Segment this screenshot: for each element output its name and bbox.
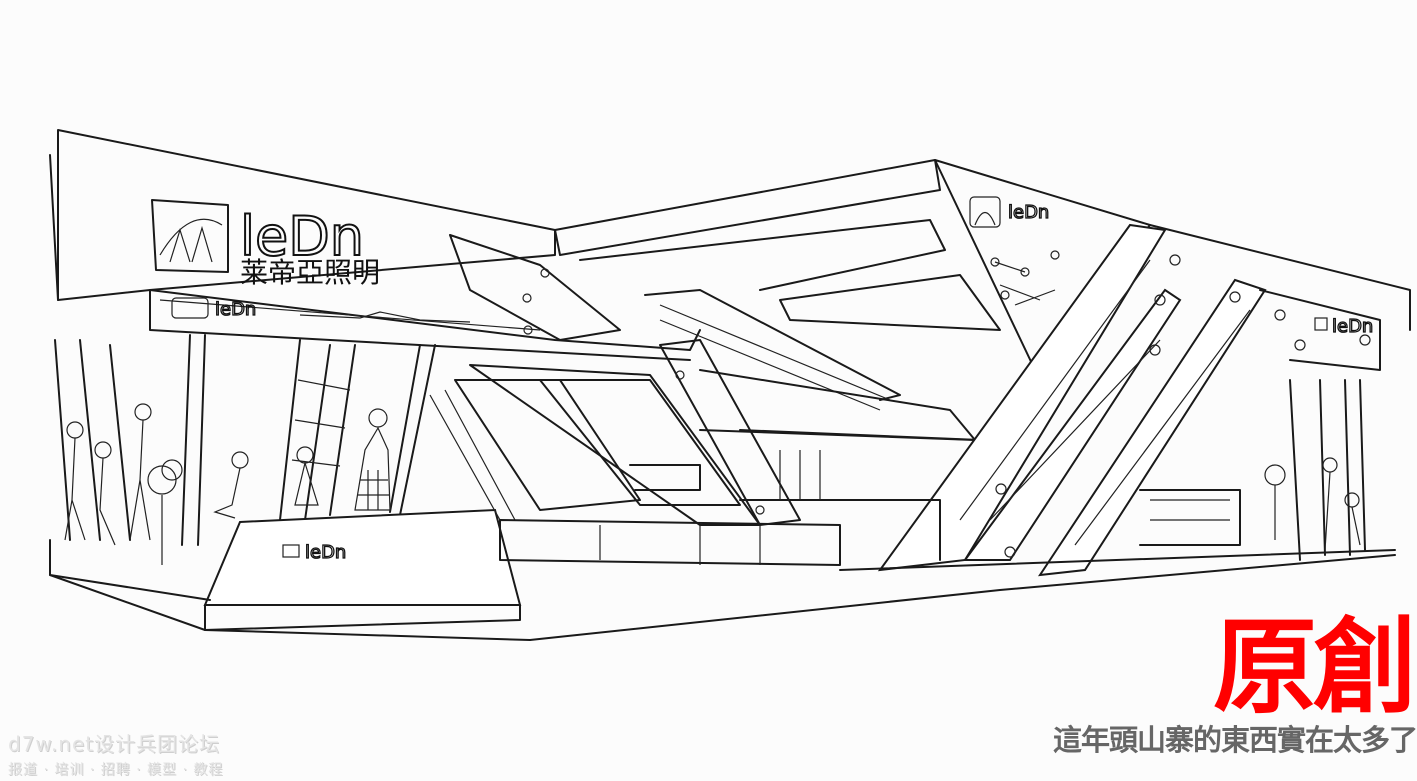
reception-counter: leDn	[49, 508, 531, 641]
right-fascia: leDn	[934, 159, 1411, 371]
watermark: d7w.net设计兵团论坛 报道 · 培训 · 招聘 · 模型 · 教程	[8, 728, 223, 779]
logo-lettering: leDn	[240, 205, 364, 268]
right-corner-logo: leDn	[1332, 316, 1373, 337]
central-panels	[429, 234, 841, 566]
counter-logo-lettering: leDn	[305, 542, 346, 563]
badge-title: 原創	[1212, 606, 1417, 728]
main-logo: leDn 莱帝亞照明 leDn	[151, 199, 471, 323]
left-columns	[54, 334, 436, 565]
original-badge: 原創 這年頭山寨的東西實在太多了	[997, 612, 1417, 758]
watermark-tagline: 报道 · 培训 · 招聘 · 模型 · 教程	[8, 762, 224, 778]
logo-chinese: 莱帝亞照明	[240, 256, 380, 289]
watermark-site: d7w.net设计兵团论坛	[8, 732, 221, 756]
left-fascia	[49, 129, 701, 361]
diagonal-beams: leDn	[877, 223, 1381, 577]
ceiling-structure	[554, 159, 1001, 501]
badge-subtitle: 這年頭山寨的東西實在太多了	[1052, 723, 1417, 757]
right-room	[529, 379, 1396, 641]
right-logo-lettering: leDn	[1008, 202, 1049, 223]
small-logo-lettering: leDn	[215, 299, 256, 320]
